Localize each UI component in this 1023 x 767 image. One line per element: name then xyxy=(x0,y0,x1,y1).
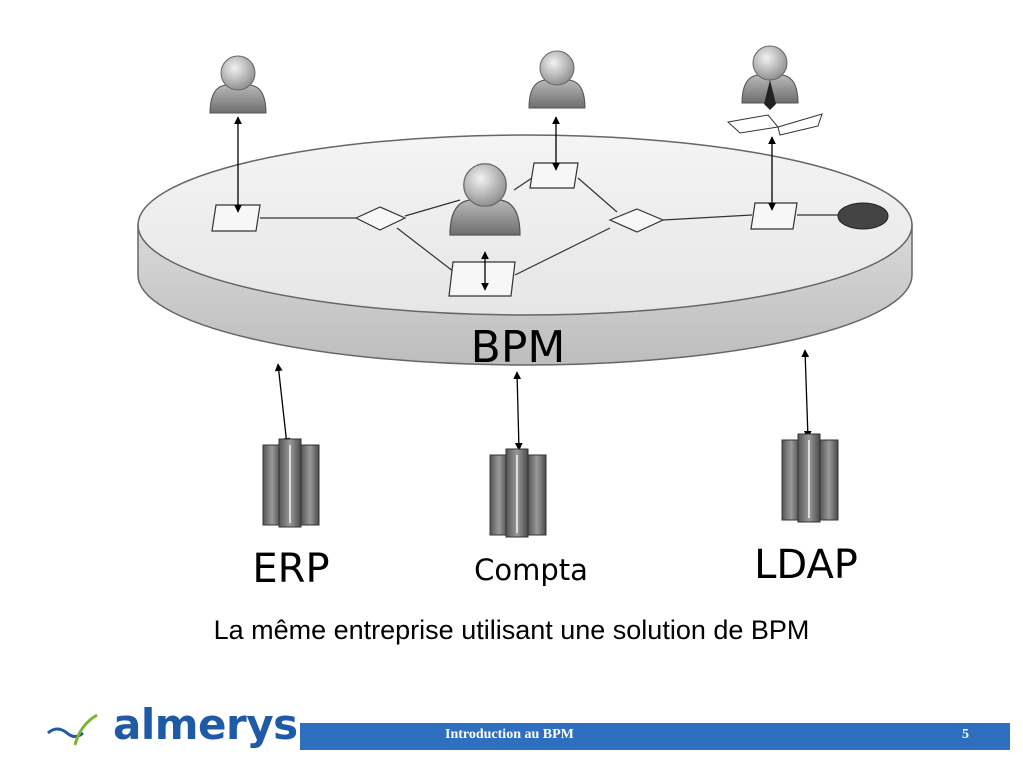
task-box xyxy=(448,261,516,297)
logo-text: almerys xyxy=(113,700,298,749)
slide-caption: La même entreprise utilisant une solutio… xyxy=(213,615,810,645)
gateway-diamond xyxy=(354,206,407,231)
server-icon xyxy=(262,438,320,528)
user-icon xyxy=(209,55,267,114)
task-box xyxy=(529,162,579,189)
user-connectors xyxy=(234,116,776,291)
almerys-logo-icon xyxy=(47,713,98,746)
bpm-label: BPM xyxy=(471,322,566,373)
reader-user-icon xyxy=(726,45,823,136)
system-label-erp: ERP xyxy=(252,546,329,592)
system-label-compta: Compta xyxy=(474,553,588,587)
end-event-icon xyxy=(837,202,889,230)
system-connectors xyxy=(274,349,812,451)
user-icon xyxy=(528,50,586,109)
process-flow xyxy=(260,177,838,276)
task-box xyxy=(211,204,261,232)
system-label-ldap: LDAP xyxy=(754,542,858,588)
footer-title: Introduction au BPM xyxy=(445,727,574,742)
gateway-diamond xyxy=(608,208,665,233)
page-number: 5 xyxy=(962,727,969,742)
server-icon xyxy=(781,433,839,523)
bpm-architecture-diagram: BPM xyxy=(137,45,913,592)
bpm-platform-disc xyxy=(137,134,913,366)
task-box xyxy=(750,202,798,230)
footer-bar xyxy=(300,723,1010,750)
server-icon xyxy=(489,448,547,538)
